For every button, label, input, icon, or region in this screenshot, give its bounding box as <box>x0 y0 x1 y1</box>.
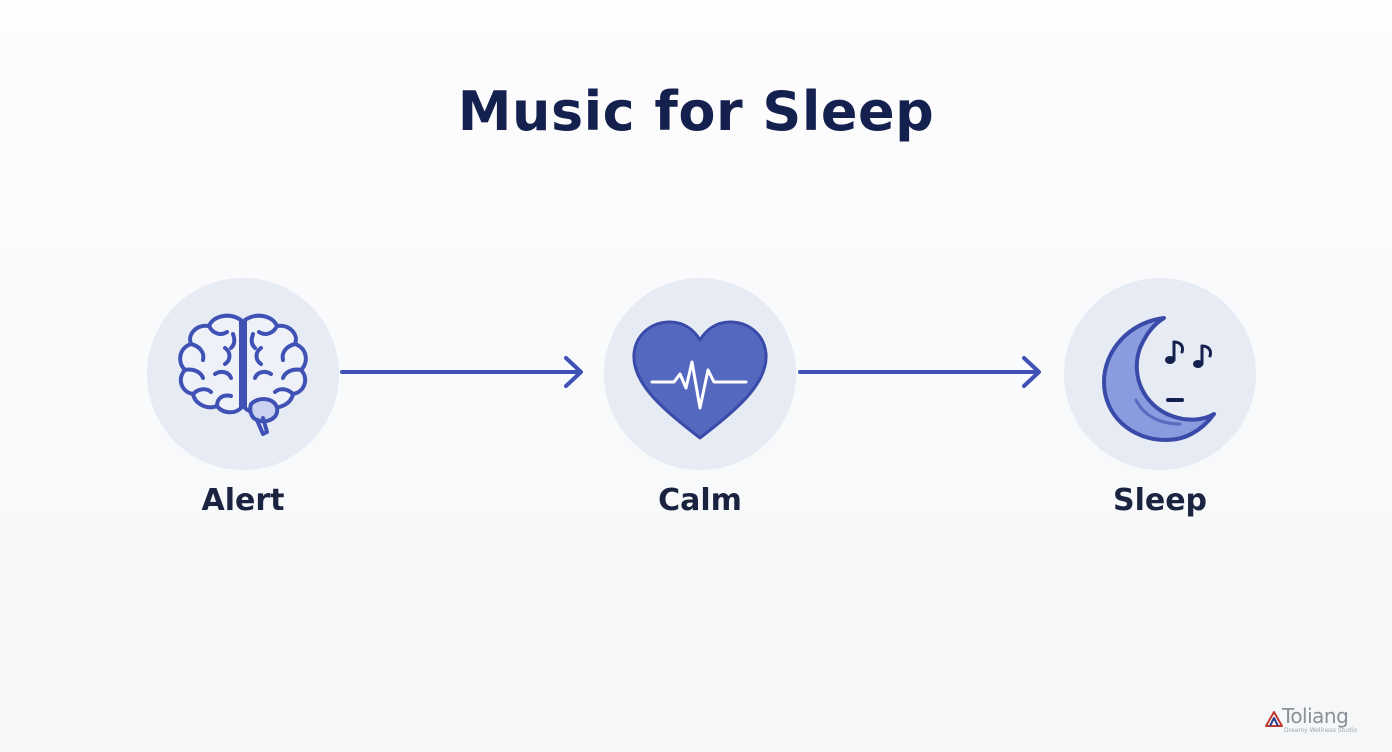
brand-name: Toliang <box>1282 704 1349 728</box>
brand-logo-icon <box>1265 711 1283 727</box>
brain-icon <box>178 313 308 436</box>
stage-label-calm: Calm <box>658 483 742 518</box>
brand-tagline: Dreamy Wellness Studio <box>1284 727 1357 734</box>
stage-label-sleep: Sleep <box>1112 483 1208 518</box>
diagram-title: Music for Sleep <box>457 80 935 143</box>
stage-sleep-circle <box>1064 278 1256 470</box>
stage-alert-circle <box>147 278 339 470</box>
brand-watermark: Toliang Dreamy Wellness Studio <box>1262 704 1382 738</box>
arrow-right-icon <box>340 356 583 388</box>
heartbeat-icon <box>632 320 768 440</box>
arrow-right-icon <box>798 356 1041 388</box>
stage-label-alert: Alert <box>201 483 285 518</box>
stage-calm-circle <box>604 278 796 470</box>
moon-music-icon <box>1102 316 1216 442</box>
